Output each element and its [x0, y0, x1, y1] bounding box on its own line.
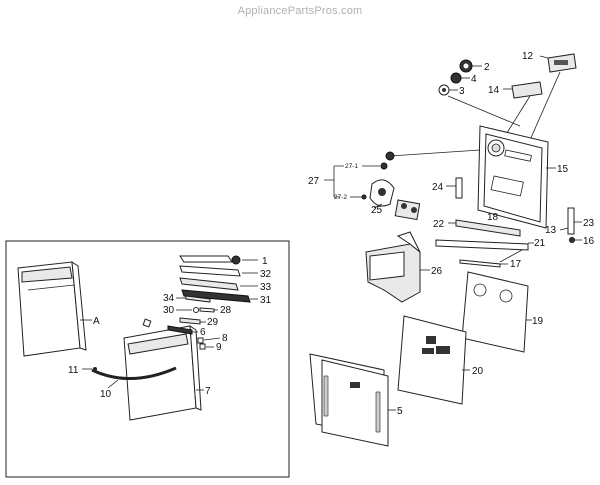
callout-24: 24	[432, 182, 444, 193]
callout-18: 18	[487, 212, 499, 223]
callout-15: 15	[557, 164, 569, 175]
part-bracket-24[interactable]	[455, 177, 463, 199]
part-27-2[interactable]	[361, 194, 367, 200]
part-control-strip-1[interactable]	[179, 255, 241, 265]
callout-4: 4	[471, 74, 477, 85]
callout-6: 6	[200, 327, 206, 338]
part-bracket-23[interactable]	[567, 207, 575, 235]
callout-27: 27	[308, 176, 320, 187]
callout-20: 20	[472, 366, 484, 377]
part-rail-22[interactable]	[455, 219, 521, 237]
callout-25: 25	[371, 205, 383, 216]
callout-10: 10	[100, 389, 112, 400]
part-module-12[interactable]	[547, 53, 577, 73]
callout-1: 1	[262, 256, 268, 267]
callout-29: 29	[207, 317, 219, 328]
callout-2: 2	[484, 62, 490, 73]
callout-17: 17	[510, 259, 522, 270]
callout-22: 22	[433, 219, 445, 230]
callout-11: 11	[68, 365, 79, 376]
callout-34: 34	[163, 293, 175, 304]
callout-33: 33	[260, 282, 272, 293]
callout-27-1: 27-1	[345, 163, 358, 170]
callout-9: 9	[216, 342, 222, 353]
part-handle-10[interactable]	[91, 366, 177, 380]
part-9[interactable]	[199, 343, 206, 350]
part-panel-19[interactable]	[461, 271, 529, 353]
part-strip-32[interactable]	[179, 265, 241, 277]
part-panel-20[interactable]	[397, 315, 467, 405]
callout-8: 8	[222, 333, 228, 344]
part-control-board-31[interactable]	[181, 289, 251, 303]
part-16[interactable]	[569, 237, 575, 243]
part-28[interactable]	[199, 307, 215, 313]
part-tub-frame-15[interactable]	[477, 125, 549, 229]
part-door-panel-a[interactable]	[17, 261, 87, 357]
part-8[interactable]	[197, 337, 204, 344]
callout-27-2: 27-2	[334, 194, 347, 201]
part-6[interactable]	[167, 325, 193, 335]
callout-32: 32	[260, 269, 272, 280]
watermark: AppliancePartsPros.com	[237, 5, 363, 17]
part-rail-21[interactable]	[435, 239, 529, 251]
callout-12: 12	[522, 51, 534, 62]
callout-13: 13	[545, 225, 557, 236]
part-hinge-cluster[interactable]	[394, 199, 421, 221]
callout-14: 14	[488, 85, 500, 96]
part-screw-11[interactable]	[93, 367, 97, 371]
part-4[interactable]	[450, 72, 462, 84]
callout-7: 7	[205, 386, 211, 397]
part-duct-26[interactable]	[365, 231, 421, 303]
part-trim-17[interactable]	[459, 259, 501, 268]
part-clip[interactable]	[142, 318, 152, 328]
part-base-5[interactable]	[309, 353, 389, 447]
callout-21: 21	[534, 238, 546, 249]
callout-3: 3	[459, 86, 465, 97]
callout-31: 31	[260, 295, 272, 306]
callout-5: 5	[397, 406, 403, 417]
part-14[interactable]	[511, 81, 543, 99]
part-27-1[interactable]	[380, 162, 388, 170]
door-inset-box	[5, 240, 290, 478]
part-30[interactable]	[193, 307, 199, 313]
callout-26: 26	[431, 266, 443, 277]
callout-16: 16	[583, 236, 595, 247]
part-29[interactable]	[179, 317, 201, 325]
callout-a: A	[93, 316, 100, 327]
callout-30: 30	[163, 305, 175, 316]
part-strip-33[interactable]	[179, 277, 239, 291]
part-pump-25[interactable]	[369, 179, 395, 207]
callout-23: 23	[583, 218, 595, 229]
callout-19: 19	[532, 316, 544, 327]
callout-28: 28	[220, 305, 232, 316]
